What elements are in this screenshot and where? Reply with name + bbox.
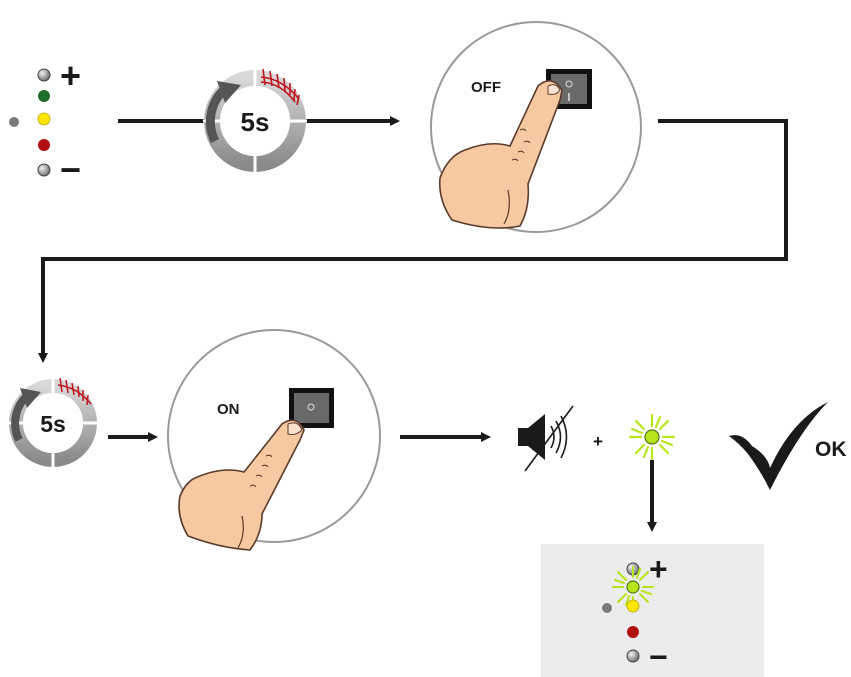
- switch-state-label: OFF: [471, 79, 501, 96]
- led-panel-initial: + −: [9, 55, 81, 190]
- finger-pressing-icon: [178, 419, 305, 551]
- led-yellow: [37, 112, 51, 126]
- minus-symbol: −: [60, 149, 81, 190]
- connector-to-second-row: [38, 119, 788, 363]
- speaker-muted-icon: [518, 405, 574, 472]
- led-indicator-gray: [9, 117, 19, 127]
- led-top-off: [37, 68, 51, 82]
- timer-5s-second: 5s: [8, 377, 98, 468]
- finger-pressing-icon: [438, 80, 563, 229]
- timer-ticks: [260, 68, 300, 106]
- led-bottom-off: [626, 649, 640, 663]
- switch-on-panel: ON: [167, 329, 381, 551]
- switch-off-panel: OFF: [430, 21, 642, 233]
- led-red: [38, 139, 50, 151]
- switch-state-label: ON: [217, 401, 240, 418]
- timer-label: 5s: [241, 107, 270, 137]
- plus-symbol: +: [649, 551, 668, 587]
- timer-5s-first: 5s: [203, 68, 307, 173]
- plus-sign: +: [593, 432, 603, 451]
- ok-label: OK: [815, 438, 847, 461]
- timer-label: 5s: [40, 411, 66, 437]
- led-indicator-gray: [602, 603, 612, 613]
- led-green: [38, 90, 50, 102]
- plus-symbol: +: [60, 55, 81, 96]
- result-led-panel: + −: [541, 544, 764, 677]
- led-yellow: [626, 599, 640, 613]
- minus-symbol: −: [649, 639, 668, 675]
- led-bottom-off: [37, 163, 51, 177]
- led-red: [627, 626, 639, 638]
- checkmark-icon: [729, 402, 828, 490]
- blinking-led-icon: [628, 413, 676, 461]
- timer-ticks: [57, 377, 92, 406]
